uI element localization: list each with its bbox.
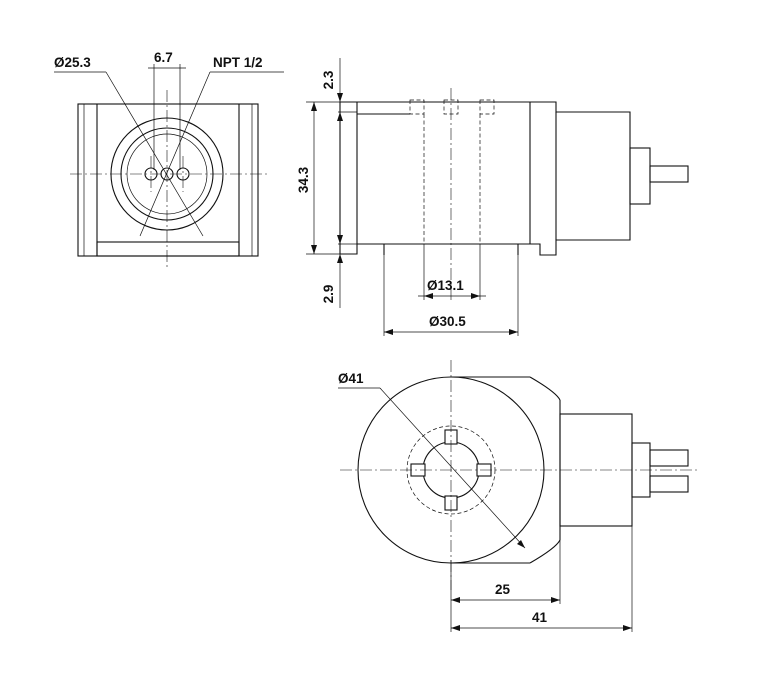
top-view <box>338 360 700 632</box>
top-dim-41-label: 41 <box>532 610 548 625</box>
top-dim-25-label: 25 <box>495 582 511 597</box>
side-bottom-offset-label: 2.9 <box>321 285 336 304</box>
front-view <box>54 64 284 268</box>
side-base-label: Ø30.5 <box>429 314 466 329</box>
front-diameter-label: Ø25.3 <box>54 55 91 70</box>
top-diameter-label: Ø41 <box>338 371 364 386</box>
front-diameter-leader <box>105 71 204 237</box>
front-pin-spacing-label: 6.7 <box>154 50 173 65</box>
side-view <box>306 58 689 336</box>
front-thread-label: NPT 1/2 <box>213 55 263 70</box>
side-connector-plug <box>629 147 651 205</box>
side-top-offset-label: 2.3 <box>321 70 336 89</box>
front-base-strip <box>96 241 240 257</box>
top-terminal-lower <box>649 475 689 493</box>
side-height-label: 34.3 <box>296 166 311 193</box>
side-terminal-pin <box>649 165 689 183</box>
top-diameter-leader <box>379 387 526 549</box>
top-terminal-upper <box>649 449 689 467</box>
side-bore-label: Ø13.1 <box>427 278 464 293</box>
side-body-outline <box>339 101 631 256</box>
front-thread-leader <box>139 71 211 237</box>
